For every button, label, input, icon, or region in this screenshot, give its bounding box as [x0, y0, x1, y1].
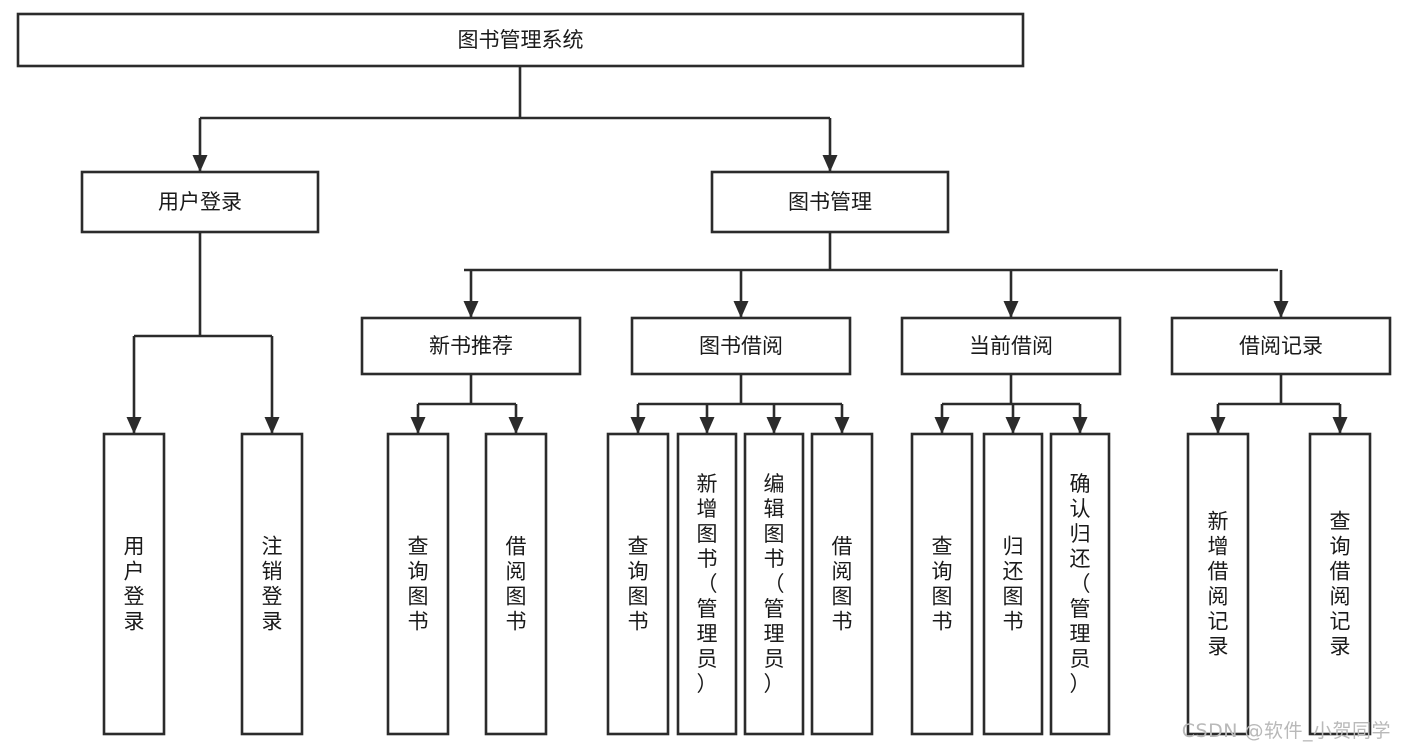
node-box[interactable] — [910, 432, 974, 736]
arrow-down-icon — [766, 417, 782, 434]
node-box[interactable] — [80, 170, 320, 234]
node-box[interactable] — [810, 432, 874, 736]
node-level4-2[interactable]: 查询图书 — [386, 432, 450, 736]
node-label: 借阅记录 — [1239, 334, 1323, 358]
node-label: 图书管理系统 — [458, 28, 584, 52]
node-level3-1[interactable]: 图书借阅 — [630, 316, 852, 376]
node-level3-2[interactable]: 当前借阅 — [900, 316, 1122, 376]
connector-layer — [126, 66, 1348, 434]
watermark-label: CSDN @软件_小贺同学 — [1181, 720, 1391, 742]
node-label: 用户登录 — [158, 190, 242, 214]
node-box[interactable] — [1186, 432, 1250, 736]
node-level4-7[interactable]: 借阅图书 — [810, 432, 874, 736]
node-root-0[interactable]: 图书管理系统 — [16, 12, 1025, 68]
node-label: 新增图书（管理员） — [697, 472, 718, 696]
arrow-down-icon — [699, 417, 715, 434]
arrow-down-icon — [410, 417, 426, 434]
arrow-down-icon — [1005, 417, 1021, 434]
node-label: 新增借阅记录 — [1208, 510, 1229, 659]
node-label: 图书借阅 — [699, 334, 783, 358]
node-level4-8[interactable]: 查询图书 — [910, 432, 974, 736]
node-level4-6[interactable]: 编辑图书（管理员） — [743, 432, 805, 736]
arrow-down-icon — [463, 301, 479, 318]
node-box[interactable] — [1308, 432, 1372, 736]
node-level4-5[interactable]: 新增图书（管理员） — [676, 432, 738, 736]
node-label: 用户登录 — [124, 535, 145, 634]
node-layer: 图书管理系统用户登录图书管理新书推荐图书借阅当前借阅借阅记录用户登录注销登录查询… — [16, 12, 1392, 736]
node-label: 确认归还（管理员） — [1070, 472, 1091, 696]
node-label: 图书管理 — [788, 190, 872, 214]
node-box[interactable] — [743, 432, 805, 736]
node-box[interactable] — [1049, 432, 1111, 736]
node-box[interactable] — [102, 432, 166, 736]
arrow-down-icon — [822, 155, 838, 172]
node-level3-0[interactable]: 新书推荐 — [360, 316, 582, 376]
node-level2-0[interactable]: 用户登录 — [80, 170, 320, 234]
node-label: 查询图书 — [932, 535, 953, 634]
node-label: 归还图书 — [1003, 535, 1024, 634]
node-box[interactable] — [484, 432, 548, 736]
node-level3-3[interactable]: 借阅记录 — [1170, 316, 1392, 376]
node-label: 查询图书 — [408, 535, 429, 634]
arrow-down-icon — [630, 417, 646, 434]
node-label: 当前借阅 — [969, 334, 1053, 358]
node-level4-3[interactable]: 借阅图书 — [484, 432, 548, 736]
arrow-down-icon — [508, 417, 524, 434]
node-box[interactable] — [900, 316, 1122, 376]
node-level4-4[interactable]: 查询图书 — [606, 432, 670, 736]
arrow-down-icon — [1003, 301, 1019, 318]
node-level4-12[interactable]: 查询借阅记录 — [1308, 432, 1372, 736]
node-level4-9[interactable]: 归还图书 — [982, 432, 1044, 736]
node-label: 查询图书 — [628, 535, 649, 634]
arrow-down-icon — [934, 417, 950, 434]
node-box[interactable] — [1170, 316, 1392, 376]
arrow-down-icon — [1332, 417, 1348, 434]
node-label: 借阅图书 — [832, 535, 853, 634]
node-level4-11[interactable]: 新增借阅记录 — [1186, 432, 1250, 736]
node-box[interactable] — [982, 432, 1044, 736]
node-box[interactable] — [710, 170, 950, 234]
node-label: 新书推荐 — [429, 334, 513, 358]
node-box[interactable] — [676, 432, 738, 736]
node-level2-1[interactable]: 图书管理 — [710, 170, 950, 234]
node-label: 借阅图书 — [506, 535, 527, 634]
node-level4-0[interactable]: 用户登录 — [102, 432, 166, 736]
node-label: 编辑图书（管理员） — [764, 472, 785, 696]
arrow-down-icon — [126, 417, 142, 434]
arrow-down-icon — [1273, 301, 1289, 318]
node-box[interactable] — [360, 316, 582, 376]
arrow-down-icon — [834, 417, 850, 434]
node-level4-1[interactable]: 注销登录 — [240, 432, 304, 736]
arrow-down-icon — [1072, 417, 1088, 434]
arrow-down-icon — [192, 155, 208, 172]
node-box[interactable] — [606, 432, 670, 736]
node-box[interactable] — [240, 432, 304, 736]
arrow-down-icon — [264, 417, 280, 434]
node-box[interactable] — [386, 432, 450, 736]
arrow-down-icon — [1210, 417, 1226, 434]
node-level4-10[interactable]: 确认归还（管理员） — [1049, 432, 1111, 736]
node-box[interactable] — [630, 316, 852, 376]
node-label: 查询借阅记录 — [1330, 510, 1351, 659]
node-label: 注销登录 — [262, 535, 283, 634]
arrow-down-icon — [733, 301, 749, 318]
node-box[interactable] — [16, 12, 1025, 68]
